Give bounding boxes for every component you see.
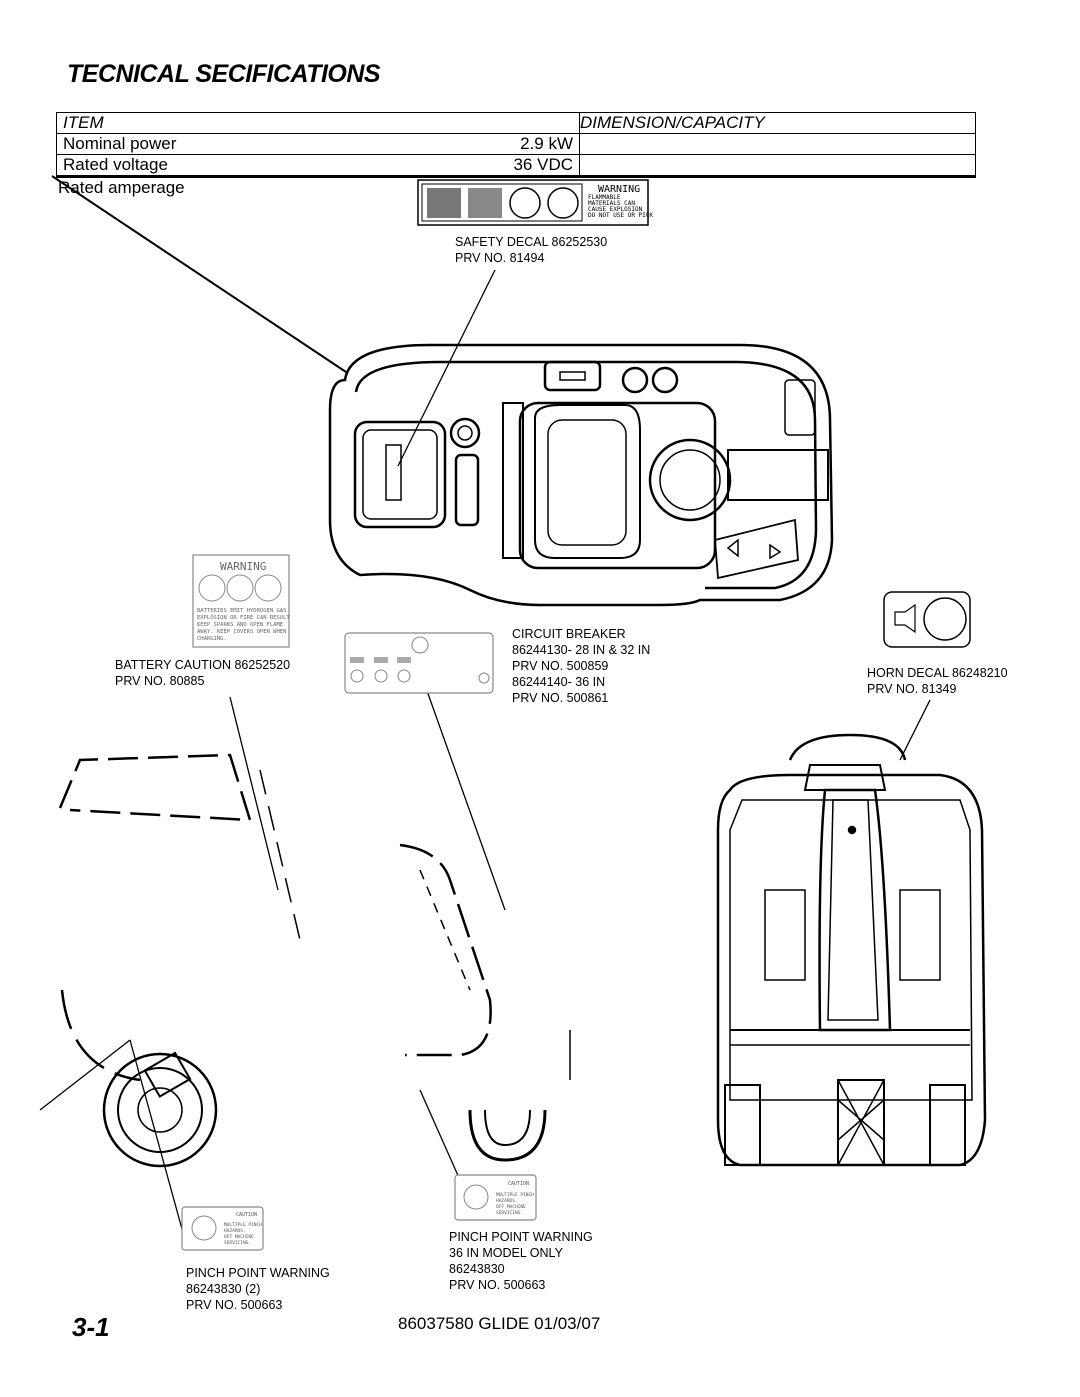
svg-text:OFF MACHINE: OFF MACHINE (496, 1204, 526, 1210)
svg-text:WARNING: WARNING (220, 560, 266, 573)
circuit-breaker-panel (344, 632, 494, 694)
table-cell-value: 36 VDC (513, 155, 573, 174)
svg-text:OFF MACHINE: OFF MACHINE (224, 1234, 254, 1240)
document-reference: 86037580 GLIDE 01/03/07 (398, 1314, 601, 1333)
svg-text:BATTERIES EMIT HYDROGEN GAS: BATTERIES EMIT HYDROGEN GAS (197, 608, 286, 614)
svg-text:SERVICING.: SERVICING. (496, 1210, 523, 1216)
leader-line (397, 269, 496, 467)
leader-line (899, 699, 931, 761)
table-cell-item: Rated voltage 36 VDC (56, 154, 580, 178)
spec-table: ITEM DIMENSION/CAPACITY Nominal power 2.… (56, 112, 976, 178)
leader-line (129, 1039, 186, 1241)
pinch-point-decal-right: CAUTION MULTIPLE PINCH HAZARDS. OFF MACH… (454, 1174, 537, 1221)
svg-text:AWAY. KEEP COVERS OPEN WHEN: AWAY. KEEP COVERS OPEN WHEN (197, 629, 286, 635)
page-number: 3-1 (72, 1312, 110, 1342)
svg-text:MULTIPLE PINCH: MULTIPLE PINCH (496, 1192, 534, 1198)
svg-text:CAUTION: CAUTION (236, 1212, 257, 1218)
machine-side-view (58, 753, 571, 1168)
svg-text:EXPLOSION OR FIRE CAN RESULT: EXPLOSION OR FIRE CAN RESULT (197, 615, 290, 621)
svg-text:MULTIPLE PINCH: MULTIPLE PINCH (224, 1222, 262, 1228)
horn-icon (894, 603, 916, 634)
svg-text:FLAMMABLE: FLAMMABLE (588, 194, 621, 201)
pinch-point-decal-left: CAUTION MULTIPLE PINCH HAZARDS. OFF MACH… (181, 1206, 264, 1251)
svg-text:DO NOT USE OR PICK: DO NOT USE OR PICK (588, 212, 653, 219)
leader-line (425, 687, 506, 911)
table-row: Nominal power 2.9 kW (56, 133, 976, 155)
table-cell-empty (579, 154, 976, 178)
horn-decal (883, 591, 971, 648)
leader-line (229, 696, 279, 891)
warning-text: WARNING (598, 184, 640, 195)
table-row: Rated voltage 36 VDC (56, 154, 976, 178)
svg-text:HAZARDS.: HAZARDS. (496, 1198, 518, 1204)
svg-text:MATERIALS CAN: MATERIALS CAN (588, 200, 635, 207)
battery-caution-decal: WARNING BATTERIES EMIT HYDROGEN GAS EXPL… (192, 554, 290, 648)
safety-decal: WARNING FLAMMABLE MATERIALS CAN CAUSE EX… (417, 179, 653, 226)
machine-top-view (328, 343, 834, 607)
leader-line (51, 175, 347, 373)
circuit-breaker-label: CIRCUIT BREAKER 86244130- 28 IN & 32 IN … (512, 627, 651, 705)
svg-text:HAZARDS.: HAZARDS. (224, 1228, 246, 1234)
page-title: TECNICAL SECIFICATIONS (67, 60, 381, 88)
horn-decal-label: HORN DECAL 86248210 PRV NO. 81349 (867, 666, 1008, 696)
battery-caution-label: BATTERY CAUTION 86252520 PRV NO. 80885 (115, 658, 291, 688)
svg-text:KEEP SPARKS AND OPEN FLAME: KEEP SPARKS AND OPEN FLAME (197, 622, 283, 628)
svg-text:SERVICING.: SERVICING. (224, 1240, 251, 1246)
table-row-rated-amperage: Rated amperage (58, 178, 185, 197)
svg-text:CHARGING.: CHARGING. (197, 636, 227, 642)
leader-line (419, 1089, 461, 1181)
pinch-point-right-label: PINCH POINT WARNING 36 IN MODEL ONLY 862… (449, 1230, 593, 1292)
table-cell-value: 2.9 kW (520, 134, 573, 153)
leader-line (39, 1039, 131, 1111)
machine-front-view (716, 733, 987, 1167)
safety-decal-label: SAFETY DECAL 86252530 PRV NO. 81494 (455, 235, 608, 265)
table-header-row: ITEM DIMENSION/CAPACITY (56, 112, 976, 134)
svg-text:CAUSE EXPLOSION: CAUSE EXPLOSION (588, 206, 643, 213)
svg-text:CAUTION: CAUTION (508, 1181, 529, 1187)
pinch-point-left-label: PINCH POINT WARNING 86243830 (2) PRV NO.… (186, 1266, 330, 1312)
